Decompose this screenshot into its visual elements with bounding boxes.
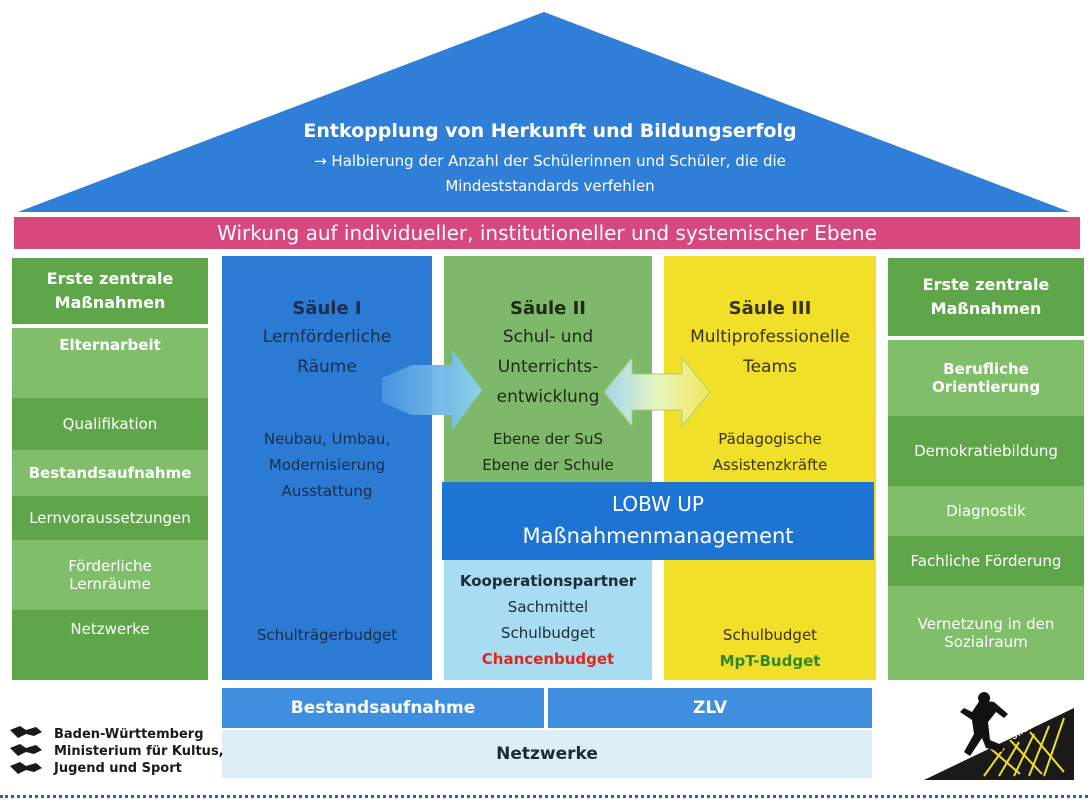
lobw-line1: LOBW UP	[611, 492, 704, 516]
right-item-label-line1: Berufliche	[943, 360, 1029, 378]
pillar-1-subtitle-line2: Räume	[297, 357, 357, 377]
lower-mid-box: Kooperationspartner Sachmittel Schulbudg…	[444, 560, 652, 680]
left-item-label: Qualifikation	[62, 415, 158, 433]
lower-mid-line1: Kooperationspartner	[459, 572, 637, 590]
pillar-3-body-line1: Pädagogische	[718, 430, 822, 448]
left-item-elternarbeit: Elternarbeit	[12, 328, 208, 398]
left-item-label-line1: Förderliche	[68, 557, 152, 575]
right-item-label-line2: Orientierung	[931, 378, 1041, 396]
right-heading-line1: Erste zentrale	[922, 275, 1050, 294]
netzwerke-bar: Netzwerke	[222, 730, 872, 778]
pillar-3-subtitle-line1: Multiprofessionelle	[690, 327, 850, 347]
pillar-1: Säule I Lernförderliche Räume Neubau, Um…	[222, 256, 432, 680]
roof-shape	[18, 12, 1070, 212]
lobw-box: LOBW UP Maßnahmenmanagement	[442, 482, 874, 560]
ministry-line3: Jugend und Sport	[54, 761, 182, 776]
left-item-netzwerke: Netzwerke	[12, 610, 208, 680]
pillar-1-title: Säule I	[292, 298, 362, 319]
lion-emblem-icon	[10, 726, 42, 774]
right-item-demokratiebildung: Demokratiebildung	[888, 416, 1084, 486]
right-item-foerderung: Fachliche Förderung	[888, 536, 1084, 586]
pillar-1-subtitle-line1: Lernförderliche	[262, 327, 392, 347]
right-item-label: Fachliche Förderung	[910, 552, 1062, 570]
ministry-line2: Ministerium für Kultus,	[54, 744, 224, 759]
right-item-orientierung: Berufliche Orientierung	[888, 340, 1084, 416]
right-item-label: Diagnostik	[946, 502, 1026, 520]
startchancen-logo: STARTCHANCEN BW	[924, 690, 1084, 780]
pillar-3-title: Säule III	[728, 298, 812, 319]
roof-title: Entkopplung von Herkunft und Bildungserf…	[303, 120, 797, 142]
lower-mid-line4: Chancenbudget	[481, 650, 615, 668]
ministry-line1: Baden-Württemberg	[54, 727, 204, 742]
left-heading-line2: Maßnahmen	[54, 293, 166, 312]
pillar-3: Säule III Multiprofessionelle Teams Päda…	[664, 256, 876, 680]
pillar-1-budget: Schulträgerbudget	[256, 626, 398, 644]
pillar-2-body-line2: Ebene der Schule	[482, 456, 614, 474]
bestandsaufnahme-bar: Bestandsaufnahme	[222, 688, 544, 728]
zlv-bar: ZLV	[548, 688, 872, 728]
pillar-1-body-line2: Modernisierung	[268, 456, 386, 474]
pillar-2-subtitle-line3: entwicklung	[496, 387, 600, 407]
left-item-label: Bestandsaufnahme	[28, 464, 192, 482]
roof-subtitle-line2: Mindeststandards verfehlen	[445, 177, 655, 195]
pillar-2-title: Säule II	[510, 298, 586, 319]
right-heading: Erste zentrale Maßnahmen	[888, 258, 1084, 336]
pillar-3-budget-2: MpT-Budget	[719, 652, 821, 670]
right-item-label-line1: Vernetzung in den	[917, 615, 1055, 633]
left-item-label: Elternarbeit	[59, 336, 161, 354]
left-heading: Erste zentrale Maßnahmen	[12, 258, 208, 324]
pillar-1-body-line1: Neubau, Umbau,	[263, 430, 391, 448]
lower-mid-line3: Schulbudget	[500, 624, 596, 642]
pillar-1-body-line3: Ausstattung	[281, 482, 373, 500]
right-item-label-line2: Sozialraum	[944, 633, 1028, 651]
left-item-label-line2: Lernräume	[69, 575, 151, 593]
right-item-diagnostik: Diagnostik	[888, 486, 1084, 536]
right-item-label: Demokratiebildung	[914, 442, 1058, 460]
lobw-line2: Maßnahmenmanagement	[522, 524, 794, 548]
left-item-qualifikation: Qualifikation	[12, 398, 208, 450]
pillar-2: Säule II Schul- und Unterrichts- entwick…	[444, 256, 652, 482]
left-item-lernraeume: Förderliche Lernräume	[12, 540, 208, 610]
left-column: Erste zentrale Maßnahmen Elternarbeit Qu…	[12, 258, 208, 680]
pillar-3-subtitle-line2: Teams	[743, 357, 797, 377]
left-item-lernvoraussetzungen: Lernvoraussetzungen	[12, 496, 208, 540]
left-item-label: Netzwerke	[70, 620, 150, 638]
pillar-3-budget-1: Schulbudget	[722, 626, 818, 644]
pillar-2-subtitle-line1: Schul- und	[502, 327, 594, 347]
pillar-2-body-line1: Ebene der SuS	[493, 430, 603, 448]
right-item-sozialraum: Vernetzung in den Sozialraum	[888, 586, 1084, 680]
ministry-text: Baden-Württemberg Ministerium für Kultus…	[54, 726, 224, 777]
impact-band: Wirkung auf individueller, institutionel…	[14, 217, 1080, 249]
lower-mid-line2: Sachmittel	[507, 598, 589, 616]
left-heading-line1: Erste zentrale	[46, 269, 174, 288]
right-heading-line2: Maßnahmen	[930, 299, 1042, 318]
bottom-dotted-line	[0, 795, 1088, 798]
pillar-3-body-line2: Assistenzkräfte	[712, 456, 828, 474]
roof-subtitle-line1: → Halbierung der Anzahl der Schülerinnen…	[314, 152, 786, 170]
right-column: Erste zentrale Maßnahmen Berufliche Orie…	[888, 258, 1084, 680]
left-item-label: Lernvoraussetzungen	[29, 509, 191, 527]
left-item-bestandsaufnahme: Bestandsaufnahme	[12, 450, 208, 496]
climber-icon	[960, 692, 1008, 756]
pillar-2-subtitle-line2: Unterrichts-	[497, 357, 599, 377]
